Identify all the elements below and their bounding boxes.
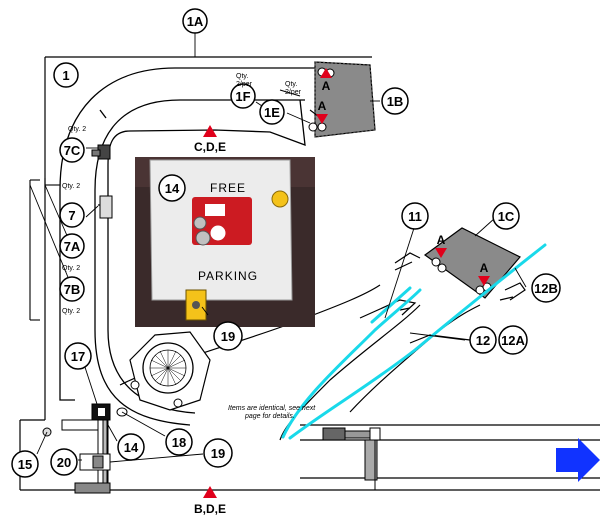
svg-text:14: 14 [165,181,180,196]
callout-14-photo: 14 [158,174,186,202]
plate-1c[interactable] [423,227,521,299]
sign-free-text: FREE [210,181,246,195]
ref-marker-top: C,D,E [194,125,226,154]
callout-7c: 7C [59,137,85,163]
svg-text:1: 1 [62,68,69,83]
svg-text:A: A [318,99,327,113]
svg-text:19: 19 [221,329,235,344]
qty-note-7a: Qty. 2 [62,265,80,272]
note-line-2: page for details. [244,413,295,420]
qty-note-1e-line2: 2/per [285,89,302,96]
svg-text:19: 19 [211,446,225,461]
callout-19-photo: 19 [213,321,243,351]
callout-20: 20 [50,448,78,476]
callout-15: 15 [11,450,39,478]
svg-text:1F: 1F [235,89,250,104]
callout-12a: 12A [498,325,528,355]
qty-note-7c: Qty. 2 [68,126,86,133]
svg-text:1A: 1A [187,14,204,29]
marker-a-4: A [478,261,490,286]
marker-a-1: A [320,68,332,93]
callout-17: 17 [64,342,92,370]
callout-7b: 7B [59,276,85,302]
svg-text:1E: 1E [264,105,280,120]
free-parking-photo [135,157,315,327]
callout-19: 19 [203,438,233,468]
svg-text:A: A [480,261,489,275]
callout-1e: 1E [259,99,285,125]
svg-text:1C: 1C [498,209,515,224]
callout-11: 11 [401,202,429,230]
callout-14: 14 [117,433,145,461]
svg-text:1B: 1B [387,94,404,109]
callout-12: 12 [469,326,497,354]
cyan-tracks [281,243,547,440]
svg-text:A: A [437,233,446,247]
outer-frame [19,56,600,491]
svg-text:7C: 7C [64,143,81,158]
svg-text:17: 17 [71,349,85,364]
note-line-1: Items are identical, see next [228,405,316,412]
direction-arrow-icon [556,438,600,482]
plate-1b[interactable] [308,61,376,138]
svg-text:11: 11 [408,209,422,224]
qty-note-1f-line2: 2/per [236,81,253,88]
post-7c [91,144,113,219]
svg-text:15: 15 [18,457,32,472]
svg-text:12: 12 [476,333,490,348]
qty-note-1e-line1: Qty. [285,81,297,88]
svg-text:20: 20 [57,455,71,470]
svg-text:7A: 7A [64,239,81,254]
ref-marker-bottom: B,D,E [194,486,226,516]
bottom-mechanism[interactable] [42,403,128,494]
leader-lines [29,33,527,463]
callout-7a: 7A [59,233,85,259]
spinner-wheel[interactable] [129,331,211,411]
callout-18: 18 [165,428,193,456]
marker-a-3: A [435,233,447,258]
callout-1a: 1A [182,8,208,34]
qty-note-1f-line1: Qty. [236,73,248,80]
callout-1b: 1B [381,87,409,115]
callout-7: 7 [59,202,85,228]
qty-note-7b: Qty. 2 [62,308,80,315]
marker-a-2: A [316,99,328,124]
sign-parking-text: PARKING [198,269,258,283]
callout-12b: 12B [531,273,561,303]
qty-note-7: Qty. 2 [62,183,80,190]
svg-text:12B: 12B [534,281,558,296]
svg-text:7: 7 [68,208,75,223]
svg-text:12A: 12A [501,333,525,348]
svg-text:18: 18 [172,435,186,450]
svg-text:A: A [322,79,331,93]
svg-text:7B: 7B [64,282,81,297]
svg-text:C,D,E: C,D,E [194,140,226,154]
svg-text:14: 14 [124,440,139,455]
callout-1f: 1F [230,83,256,109]
bottom-right-parts [322,427,381,490]
callout-1c: 1C [492,202,520,230]
callout-1: 1 [53,62,79,88]
svg-text:B,D,E: B,D,E [194,502,226,516]
